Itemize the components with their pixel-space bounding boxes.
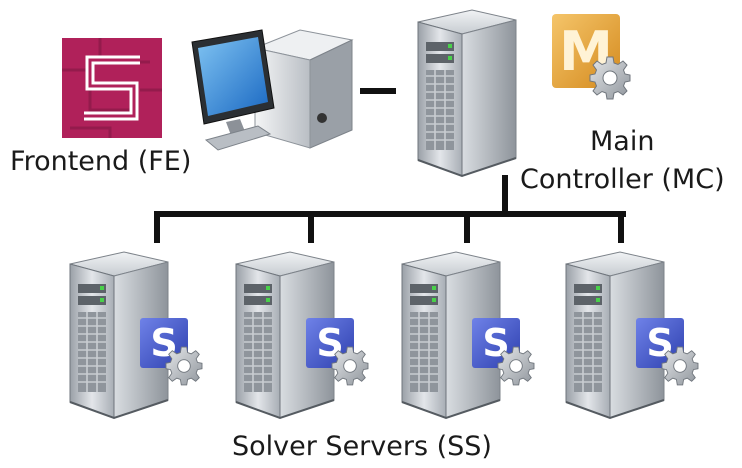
m-gear-badge-icon: M (552, 14, 631, 100)
main-controller-label-line2: Controller (MC) (520, 164, 725, 195)
solver-server-3: S (401, 251, 535, 419)
frontend-label: Frontend (FE) (10, 146, 192, 177)
s-gear-badge-icon: S (140, 318, 203, 386)
solver-server-2: S (235, 251, 369, 419)
frontend-s-logo-icon (62, 38, 162, 138)
main-controller-label-line1: Main (590, 126, 655, 157)
s-gear-badge-icon: S (636, 318, 699, 386)
server-tower-icon (417, 9, 517, 177)
desktop-computer-icon (191, 29, 354, 151)
solver-servers-label: Solver Servers (SS) (232, 431, 492, 462)
solver-server-1: S (69, 251, 203, 419)
solver-server-4: S (565, 251, 699, 419)
s-gear-badge-icon: S (306, 318, 369, 386)
connector-tree (154, 175, 626, 243)
s-gear-badge-icon: S (472, 318, 535, 386)
